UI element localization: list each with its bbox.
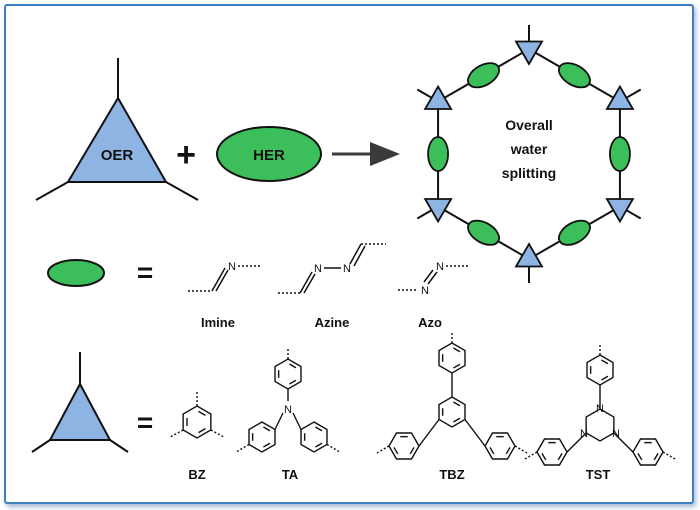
ta-label: TA: [282, 467, 299, 482]
tst-label: TST: [586, 467, 611, 482]
azo-n-atom-1: N: [421, 285, 429, 297]
linkage-ellipse-legend: [47, 259, 105, 287]
ta-structure: [236, 347, 340, 453]
tst-n-atom-3: N: [612, 428, 620, 440]
her-label: HER: [253, 147, 285, 164]
ring-linker-ellipse: [558, 62, 591, 89]
tbz-ring-center: [438, 396, 466, 428]
ring-node-triangle: [514, 40, 544, 66]
cof-ring: [416, 25, 642, 283]
azine-structure: N N: [278, 243, 386, 294]
ring-node-triangle: [605, 84, 635, 110]
ring-linker-ellipse: [467, 62, 500, 89]
ring-node-triangle: [514, 242, 544, 268]
bz-structure: [169, 392, 225, 439]
oer-triangle-node: OER: [35, 58, 199, 201]
her-ellipse-node: HER: [216, 126, 322, 182]
ring-linker-ellipse: [467, 219, 500, 246]
node-equals: =: [137, 407, 153, 438]
ring-node-triangle: [423, 198, 453, 224]
azine-n-atom-2: N: [343, 263, 351, 275]
imine-label: Imine: [201, 315, 235, 330]
azine-n-atom-1: N: [314, 263, 322, 275]
ring-linker-ellipse: [558, 219, 591, 246]
bz-ring: [182, 405, 212, 439]
plus-sign: +: [176, 136, 196, 174]
azo-n-atom-2: N: [436, 261, 444, 273]
bz-label: BZ: [188, 467, 205, 482]
ring-linker-ellipse: [609, 136, 631, 172]
tst-n-atom-1: N: [596, 403, 604, 415]
tbz-label: TBZ: [439, 467, 464, 482]
ta-n-atom: N: [284, 404, 292, 416]
azine-label: Azine: [315, 315, 350, 330]
imine-n-atom: N: [228, 261, 236, 273]
imine-structure: N: [188, 261, 262, 292]
ring-linker-ellipse: [427, 136, 449, 172]
ring-node-triangle: [605, 198, 635, 224]
tst-triazine-ring: [585, 408, 615, 442]
tst-structure: [524, 343, 676, 466]
oer-label: OER: [101, 147, 134, 164]
linkage-equals: =: [137, 257, 153, 288]
azo-label: Azo: [418, 315, 442, 330]
ring-label-line-2: water: [510, 141, 548, 157]
ring-label-line-3: splitting: [502, 165, 556, 181]
azo-structure: N N: [398, 261, 468, 297]
tst-n-atom-2: N: [580, 428, 588, 440]
node-triangle-legend: [31, 352, 129, 453]
ring-label-line-1: Overall: [505, 117, 552, 133]
ring-node-triangle: [423, 84, 453, 110]
tbz-structure: [376, 331, 528, 460]
